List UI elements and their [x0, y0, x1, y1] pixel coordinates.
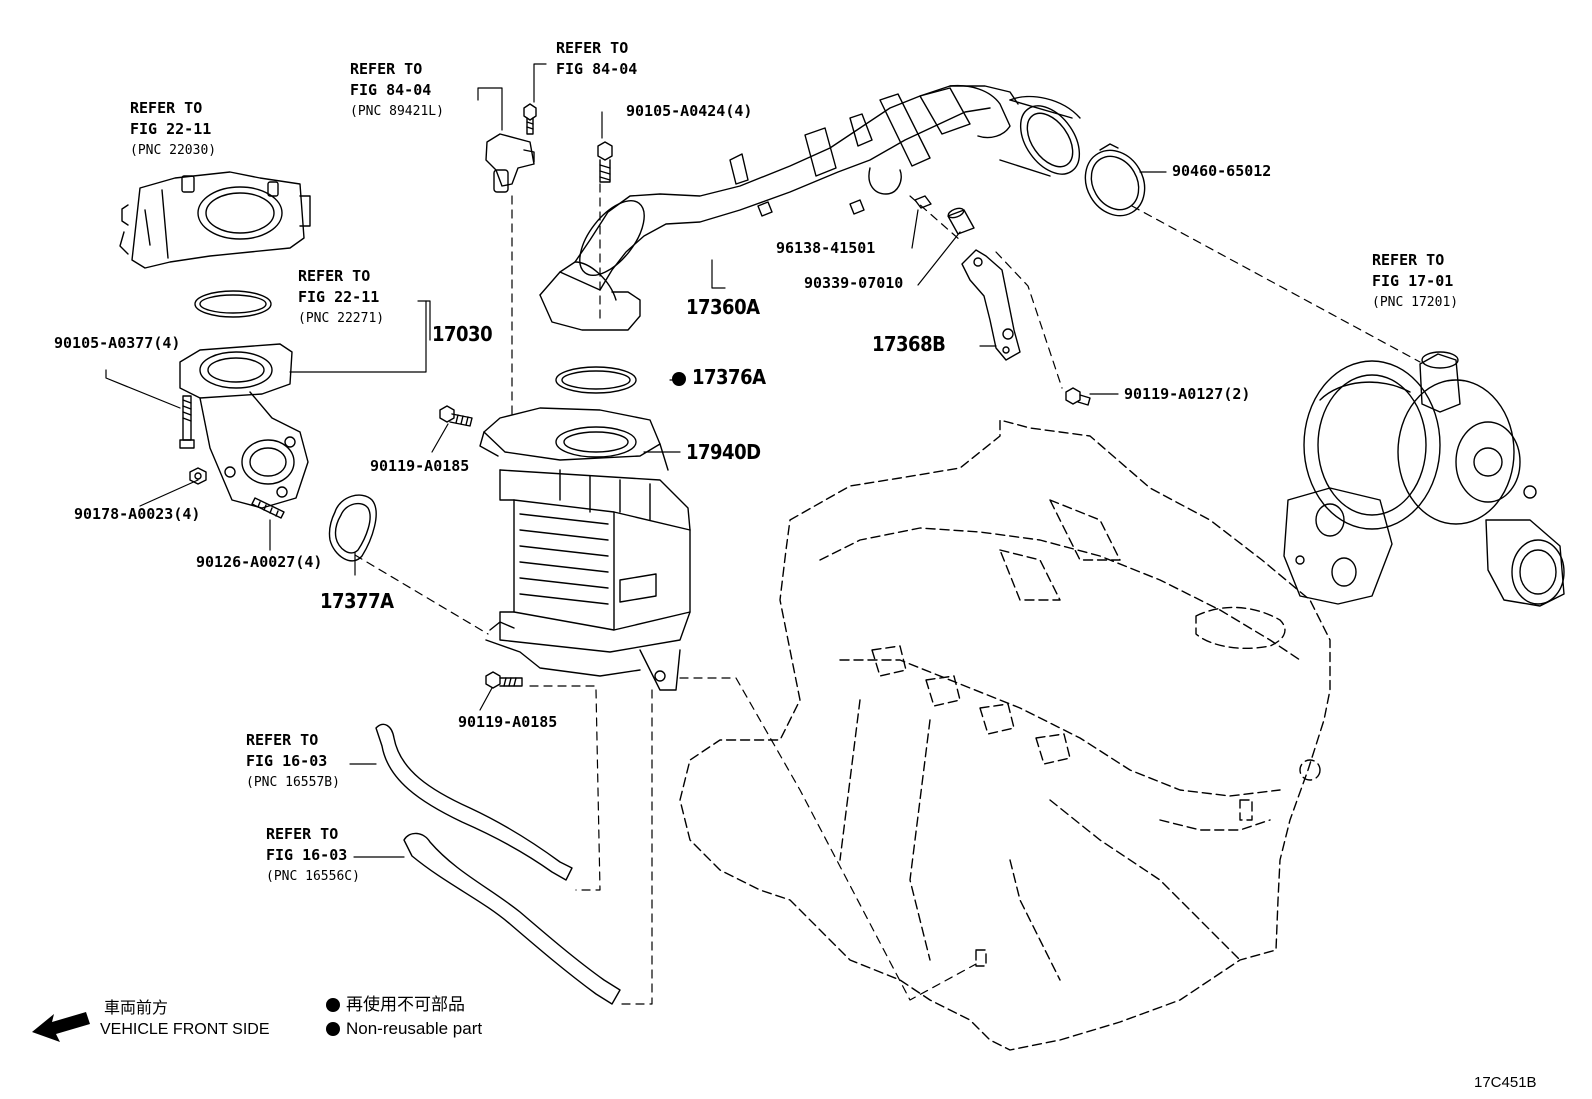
part-label-17368b[interactable]: 17368B	[872, 332, 946, 356]
hose-16556c-drawing	[403, 832, 621, 1005]
legend-text: Non-reusable part	[346, 1019, 483, 1038]
bolt-90119-a0127-drawing	[1065, 387, 1091, 406]
part-label-17360a[interactable]: 17360A	[686, 295, 760, 319]
part-label-90460-65012[interactable]: 90460-65012	[1172, 162, 1272, 180]
bolt-90119-mid-drawing	[439, 405, 473, 427]
hose-16557b-ref: REFER TO FIG 16-03 (PNC 16557B)	[246, 730, 340, 793]
figure-id: 17C451B	[1474, 1074, 1537, 1091]
ref-line-1: REFER TO	[1372, 251, 1445, 269]
non-reusable-dot-icon	[672, 372, 686, 386]
stud-90126-drawing	[251, 497, 285, 519]
hose-clamp-90460-drawing	[1084, 143, 1146, 217]
sleeve-90339-drawing	[947, 207, 975, 235]
part-label-90126-a0027[interactable]: 90126-A0027(4)	[196, 553, 323, 571]
sensor-bolt-drawing	[523, 103, 537, 135]
dashed-connector-lines	[354, 183, 1421, 1005]
vehicle-front-arrow-icon	[32, 1012, 90, 1042]
non-reusable-dot-icon	[326, 1022, 340, 1036]
ref-line-2: FIG 84-04	[556, 60, 638, 78]
intake-pipe-17360a-drawing	[539, 84, 1081, 331]
leader-lines	[105, 63, 1167, 858]
throttle-gasket-drawing	[194, 290, 272, 318]
part-label-17030[interactable]: 17030	[432, 322, 493, 346]
nut-90178-drawing	[189, 467, 207, 485]
ref-line-1: REFER TO	[266, 825, 339, 843]
ref-line-3: (PNC 22030)	[130, 143, 217, 158]
adapter-17030-drawing	[179, 343, 309, 509]
intercooler-17940d-drawing	[479, 407, 691, 691]
bracket-17368b-drawing	[961, 249, 1021, 361]
legend-nonreuse-en: Non-reusable part	[326, 1018, 482, 1039]
turbocharger-ref: REFER TO FIG 17-01 (PNC 17201)	[1372, 250, 1458, 313]
legend-front-jp: 車両前方	[104, 1000, 169, 1017]
part-label-96138-41501[interactable]: 96138-41501	[776, 239, 876, 257]
ref-line-1: REFER TO	[130, 99, 203, 117]
ref-line-3: (PNC 16556C)	[266, 869, 360, 884]
ref-line-1: REFER TO	[246, 731, 319, 749]
ref-line-2: FIG 16-03	[266, 846, 348, 864]
gasket-17377a-drawing	[328, 494, 377, 562]
throttle-body-drawing	[119, 171, 311, 269]
gasket-17376a-drawing	[555, 366, 637, 394]
bolt-90105-a0377-drawing	[179, 395, 195, 449]
ref-line-2: FIG 22-11	[130, 120, 212, 138]
ref-line-2: FIG 17-01	[1372, 272, 1454, 290]
ref-line-3: (PNC 16557B)	[246, 775, 340, 790]
sensor-bolt-ref: REFER TO FIG 84-04	[556, 38, 637, 80]
part-label-90119-a0127[interactable]: 90119-A0127(2)	[1124, 385, 1251, 403]
turbocharger-drawing	[1283, 351, 1565, 607]
part-label-90119-a0185-low[interactable]: 90119-A0185	[458, 713, 558, 731]
part-label-17376a[interactable]: 17376A	[672, 367, 766, 388]
ref-line-2: FIG 22-11	[298, 288, 380, 306]
sensor-ref: REFER TO FIG 84-04 (PNC 89421L)	[350, 59, 444, 122]
legend-text: 再使用不可部品	[346, 995, 465, 1014]
non-reusable-dot-icon	[326, 998, 340, 1012]
part-label-17940d[interactable]: 17940D	[686, 440, 761, 464]
engine-outline-drawing	[679, 419, 1331, 1051]
ref-line-3: (PNC 22271)	[298, 311, 385, 326]
ref-line-1: REFER TO	[298, 267, 371, 285]
ref-line-3: (PNC 17201)	[1372, 295, 1459, 310]
part-number: 17376A	[692, 365, 766, 389]
ref-line-2: FIG 84-04	[350, 81, 432, 99]
ref-line-1: REFER TO	[350, 60, 423, 78]
sensor-drawing	[485, 133, 535, 193]
hose-16556c-ref: REFER TO FIG 16-03 (PNC 16556C)	[266, 824, 360, 887]
part-label-17377a[interactable]: 17377A	[320, 589, 394, 613]
clip-96138-drawing	[914, 195, 932, 209]
part-label-90339-07010[interactable]: 90339-07010	[804, 274, 904, 292]
throttle-body-ref: REFER TO FIG 22-11 (PNC 22030)	[130, 98, 216, 161]
part-label-90105-a0377[interactable]: 90105-A0377(4)	[54, 334, 181, 352]
legend-nonreuse-jp: 再使用不可部品	[326, 994, 465, 1015]
part-label-90178-a0023[interactable]: 90178-A0023(4)	[74, 505, 201, 523]
ref-line-2: FIG 16-03	[246, 752, 328, 770]
bolt-90105-a0424-drawing	[597, 141, 613, 183]
legend-front-en: VEHICLE FRONT SIDE	[100, 1021, 270, 1038]
hose-16557b-drawing	[375, 723, 573, 881]
ref-line-1: REFER TO	[556, 39, 629, 57]
part-label-90119-a0185-mid[interactable]: 90119-A0185	[370, 457, 470, 475]
ref-line-3: (PNC 89421L)	[350, 104, 444, 119]
gasket-ref: REFER TO FIG 22-11 (PNC 22271)	[298, 266, 384, 329]
bolt-90119-low-drawing	[485, 671, 523, 689]
part-label-90105-a0424[interactable]: 90105-A0424(4)	[626, 102, 753, 120]
